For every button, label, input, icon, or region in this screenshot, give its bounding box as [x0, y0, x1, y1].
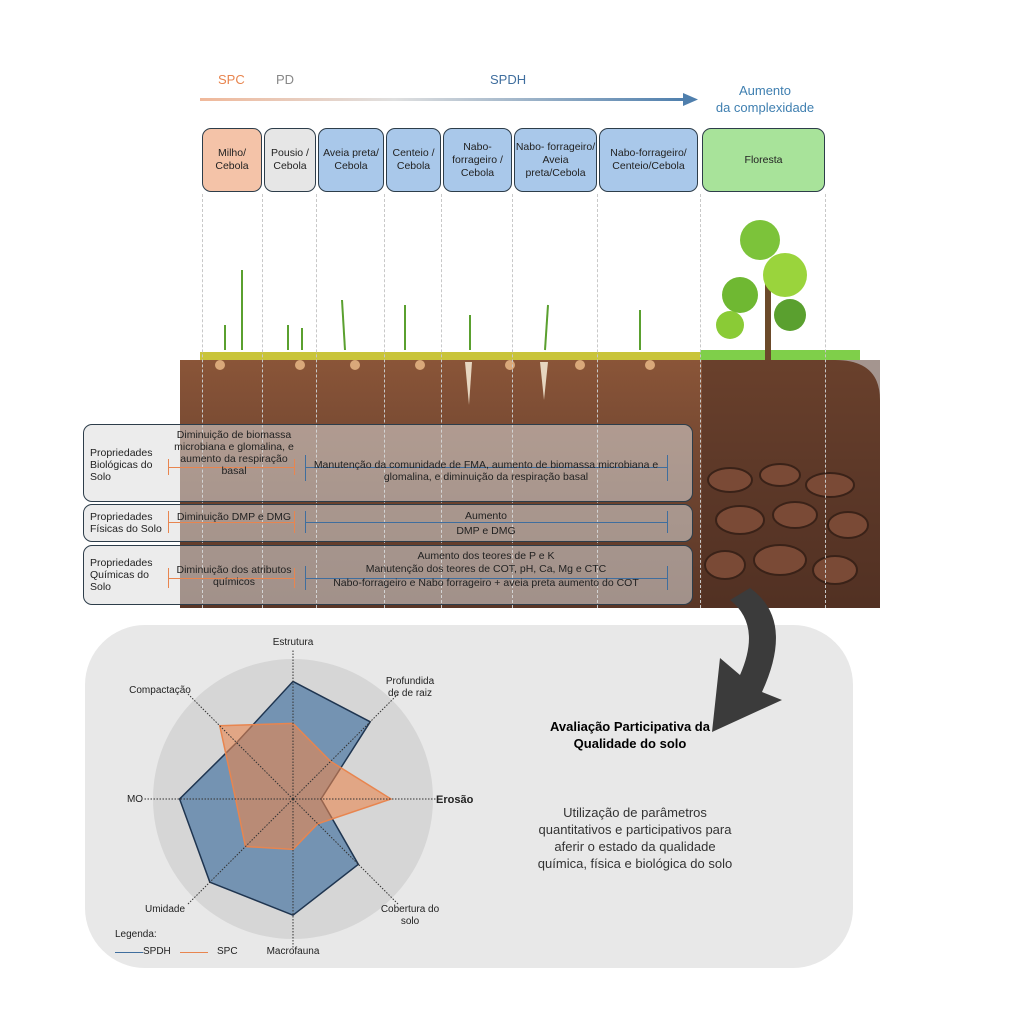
system-floresta: Floresta	[702, 128, 825, 192]
spc-label: SPC	[218, 72, 245, 87]
legend-title: Legenda:	[115, 929, 157, 940]
spdh-effect-1: Aumento dos teores de P e K	[417, 550, 555, 562]
legend-label-spc: SPC	[217, 946, 238, 957]
axis-label-profundidade: Profundida de de raiz	[385, 676, 435, 699]
assessment-description: Utilização de parâmetros quantitativos e…	[537, 805, 733, 871]
physical-properties-row: Propriedades Físicas do Solo Diminuição …	[83, 504, 693, 542]
axis-label-macrofauna: Macrofauna	[266, 946, 320, 957]
spdh-effect-3: Nabo-forrageiro e Nabo forrageiro + avei…	[333, 577, 639, 589]
spdh-effect: Manutenção da comunidade de FMA, aumento…	[313, 459, 659, 483]
chemical-properties-row: Propriedades Químicas do Solo Diminuição…	[83, 545, 693, 605]
spdh-effect-bottom: DMP e DMG	[456, 525, 516, 537]
complexity-arrow	[200, 93, 698, 106]
pd-label: PD	[276, 72, 295, 87]
spdh-effect-top: Aumento	[464, 510, 508, 522]
axis-label-erosao: Erosão	[436, 794, 474, 806]
system-pousio-cebola: Pousio / Cebola	[264, 128, 316, 192]
system-centeio-cebola: Centeio / Cebola	[386, 128, 441, 192]
system-nabo-aveia-cebola: Nabo- forrageiro/ Aveia preta/Cebola	[514, 128, 597, 192]
axis-label-umidade: Umidade	[144, 904, 186, 915]
system-aveia-cebola: Aveia preta/ Cebola	[318, 128, 384, 192]
legend-label-spdh: SPDH	[143, 946, 171, 957]
row-label: Propriedades Físicas do Solo	[90, 511, 162, 535]
row-label: Propriedades Biológicas do Solo	[90, 447, 153, 483]
axis-label-cobertura: Cobertura do solo	[380, 904, 440, 927]
biological-properties-row: Propriedades Biológicas do Solo Diminuiç…	[83, 424, 693, 502]
legend-swatch-spdh	[115, 952, 143, 953]
spdh-label: SPDH	[490, 72, 527, 87]
assessment-title: Avaliação Participativa da Qualidade do …	[550, 719, 710, 751]
spc-effect: Diminuição DMP e DMG	[176, 511, 292, 523]
row-label: Propriedades Químicas do Solo	[90, 557, 153, 593]
axis-label-compactacao: Compactação	[129, 685, 191, 696]
curved-arrow-icon	[712, 588, 782, 732]
legend-swatch-spc	[180, 952, 208, 953]
spc-effect: Diminuição de biomassa microbiana e glom…	[174, 429, 294, 477]
axis-label-estrutura: Estrutura	[272, 637, 314, 648]
axis-label-mo: MO	[126, 794, 144, 805]
tree-icon	[716, 220, 807, 360]
complexity-label-1: Aumento	[738, 83, 792, 98]
system-nabo-cebola: Nabo- forrageiro / Cebola	[443, 128, 512, 192]
spc-effect: Diminuição dos atributos químicos	[176, 564, 292, 588]
spdh-effect-2: Manutenção dos teores de COT, pH, Ca, Mg…	[365, 563, 607, 575]
complexity-label-2: da complexidade	[715, 100, 815, 115]
system-milho-cebola: Milho/ Cebola	[202, 128, 262, 192]
system-nabo-centeio-cebola: Nabo-forrageiro/ Centeio/Cebola	[599, 128, 698, 192]
